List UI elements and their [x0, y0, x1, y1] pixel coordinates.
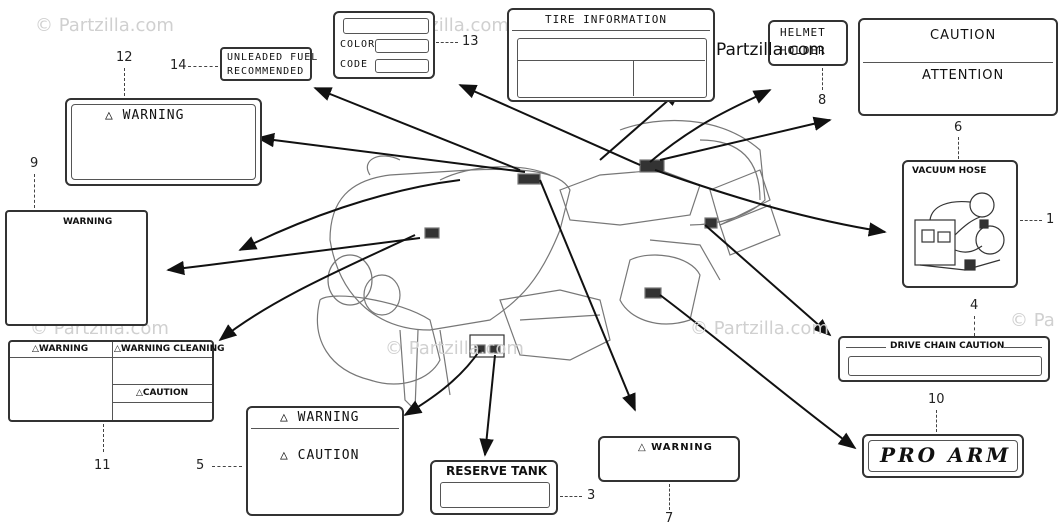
callout-leader: [1020, 220, 1042, 221]
label-unleaded-fuel: UNLEADED FUEL RECOMMENDED: [220, 47, 317, 81]
label-text: △WARNING CLEANING: [114, 344, 225, 354]
watermark: © Pa: [1010, 310, 1055, 331]
callout-number: 14: [170, 58, 187, 73]
leader-arrows: [166, 84, 887, 457]
callout-leader: [669, 484, 670, 510]
callout-leader: [124, 68, 125, 96]
callout-number: 4: [970, 298, 979, 313]
divider: [112, 384, 212, 385]
callout-number: 1: [1046, 212, 1055, 227]
label-text: △CAUTION: [136, 388, 189, 398]
label-warning-12: △ WARNING: [65, 98, 262, 186]
callout-number: 13: [462, 34, 479, 49]
label-field: [440, 482, 550, 508]
callout-leader: [436, 42, 458, 43]
watermark: © Partzilla.com: [385, 338, 524, 359]
label-inner-border: [71, 104, 256, 180]
watermark-overlay: Partzilla.com: [716, 40, 825, 60]
label-text: WARNING: [63, 217, 113, 227]
label-text: ATTENTION: [922, 68, 1005, 83]
callout-number: 3: [587, 488, 596, 503]
label-text: CAUTION: [930, 28, 997, 43]
divider: [517, 60, 705, 61]
label-warning-9: WARNING: [5, 210, 148, 326]
label-warning-7: △ WARNING: [598, 436, 740, 482]
label-field: [375, 39, 429, 53]
vacuum-hose-diagram: [914, 192, 1005, 271]
label-text: COLOR: [340, 39, 376, 50]
divider: [10, 357, 212, 358]
callout-number: 11: [94, 458, 111, 473]
label-text: △ CAUTION: [280, 448, 360, 463]
callout-number: 10: [928, 392, 945, 407]
label-helmet-holder: HELMET HOLDER: [768, 20, 848, 66]
callout-number: 5: [196, 458, 205, 473]
label-warning-cleaning-caution: △WARNING △WARNING CLEANING △CAUTION: [8, 340, 225, 422]
callout-leader: [212, 466, 242, 467]
callout-leader: [560, 496, 582, 497]
label-text: △ WARNING: [280, 410, 360, 425]
callout-leader: [822, 68, 823, 90]
divider: [846, 347, 886, 348]
label-text: DRIVE CHAIN CAUTION: [890, 341, 1005, 351]
label-inner-border: [868, 440, 1018, 472]
motorcycle-outline: [316, 119, 781, 412]
callout-leader: [103, 424, 104, 452]
label-pro-arm: PRO ARM: [862, 434, 1024, 478]
label-field: [343, 18, 429, 34]
divider: [863, 62, 1053, 63]
label-text: △ WARNING: [638, 442, 713, 453]
label-text: UNLEADED FUEL: [227, 52, 319, 63]
label-warning-caution-5: △ WARNING △ CAUTION: [246, 406, 404, 516]
watermark: © Partzilla.com: [35, 15, 174, 36]
label-tire-information: TIRE INFORMATION: [507, 8, 715, 102]
callout-leader: [958, 137, 959, 159]
label-vacuum-hose: VACUUM HOSE: [902, 160, 1018, 288]
callout-number: 6: [954, 120, 963, 135]
divider: [251, 428, 399, 429]
label-color-code: COLOR CODE: [333, 11, 435, 79]
divider: [512, 30, 710, 31]
divider: [112, 342, 113, 420]
callout-number: 12: [116, 50, 133, 65]
label-text: RECOMMENDED: [227, 66, 305, 77]
callout-number: 7: [665, 511, 674, 526]
label-text: △WARNING: [32, 344, 89, 354]
divider: [112, 402, 212, 403]
label-text: PRO ARM: [880, 443, 1012, 467]
label-drive-chain-caution: DRIVE CHAIN CAUTION: [838, 336, 1050, 382]
label-reserve-tank: RESERVE TANK: [430, 460, 558, 515]
label-text: VACUUM HOSE: [912, 166, 987, 176]
label-text: RESERVE TANK: [446, 464, 548, 478]
callout-number: 9: [30, 156, 39, 171]
label-text: CODE: [340, 59, 369, 70]
divider: [1004, 347, 1042, 348]
label-field: [848, 356, 1042, 376]
callout-leader: [936, 410, 937, 432]
label-field: [375, 59, 429, 73]
callout-leader: [34, 174, 35, 208]
label-text: HELMET: [780, 26, 826, 39]
callout-number: 8: [818, 93, 827, 108]
callout-leader: [188, 66, 218, 67]
callout-leader: [974, 316, 975, 336]
label-text: HOLDER: [780, 44, 826, 57]
label-text: TIRE INFORMATION: [545, 13, 667, 26]
watermark: © Partzilla.com: [690, 318, 829, 339]
divider: [633, 60, 634, 96]
label-caution-attention: CAUTION ATTENTION: [858, 18, 1058, 116]
label-field: [517, 38, 707, 98]
label-text: △ WARNING: [105, 108, 185, 123]
